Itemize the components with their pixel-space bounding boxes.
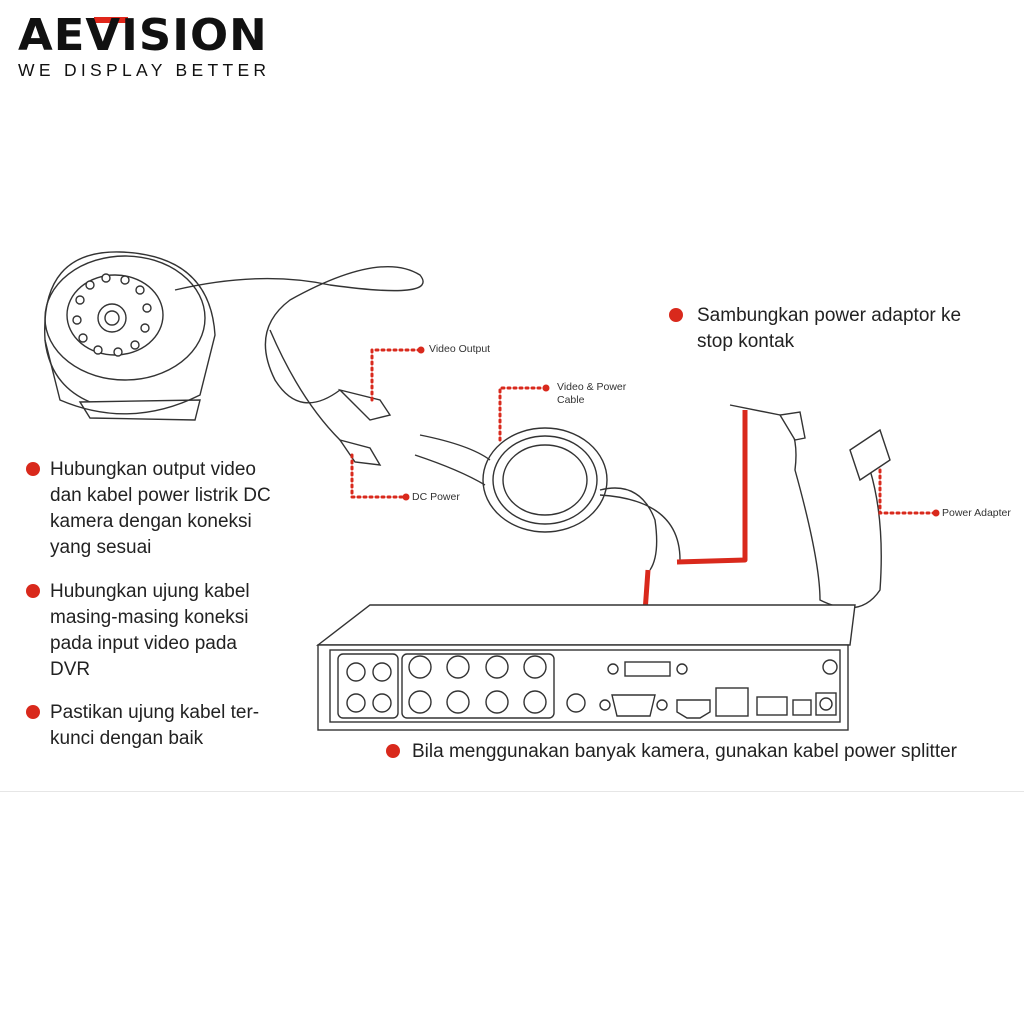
dome-camera: [44, 251, 216, 421]
label-dc-power: DC Power: [412, 491, 460, 503]
note-line: Sambungkan power adaptor ke: [697, 305, 962, 326]
note-line: dan kabel power listrik DC: [50, 485, 271, 506]
aevision-logo: AEVISION WE DISPLAY BETTER: [18, 14, 333, 81]
note-line: masing-masing koneksi: [50, 607, 249, 628]
bullet-icon: [26, 705, 40, 719]
label-line: Cable: [557, 394, 585, 406]
label-power-adapter: Power Adapter: [942, 507, 1011, 519]
note-connect-output: Hubungkan output video dan kabel power l…: [26, 457, 271, 561]
bullet-icon: [669, 308, 683, 322]
note-line: DVR: [50, 659, 91, 680]
note-line: pada input video pada: [50, 633, 237, 654]
note-connect-dvr: Hubungkan ujung kabel masing-masing kone…: [26, 579, 250, 683]
note-line: kamera dengan koneksi: [50, 511, 252, 532]
bullet-icon: [386, 744, 400, 758]
note-line: kunci dengan baik: [50, 728, 204, 749]
note-lock-cable: Pastikan ujung kabel ter- kunci dengan b…: [26, 700, 260, 752]
note-line: Hubungkan output video: [50, 459, 256, 480]
note-power-adapter: Sambungkan power adaptor ke stop kontak: [669, 303, 962, 355]
note-line: Pastikan ujung kabel ter-: [50, 702, 260, 723]
bullet-icon: [26, 462, 40, 476]
logo-accent-bar: [94, 17, 128, 23]
label-video-output: Video Output: [429, 343, 491, 355]
logo-brand: AEVISION: [18, 10, 268, 61]
note-power-splitter: Bila menggunakan banyak kamera, gunakan …: [386, 739, 957, 765]
bullet-icon: [26, 584, 40, 598]
note-line: Hubungkan ujung kabel: [50, 581, 250, 602]
dvr-recorder: [315, 604, 856, 731]
note-line: yang sesuai: [50, 537, 152, 558]
note-line: Bila menggunakan banyak kamera, gunakan …: [412, 741, 957, 762]
label-line: Video & Power: [557, 381, 627, 393]
note-line: stop kontak: [697, 331, 795, 352]
divider: [0, 791, 1024, 792]
label-video-power-cable: Video & Power Cable: [557, 381, 626, 407]
logo-tagline: WE DISPLAY BETTER: [18, 60, 271, 80]
